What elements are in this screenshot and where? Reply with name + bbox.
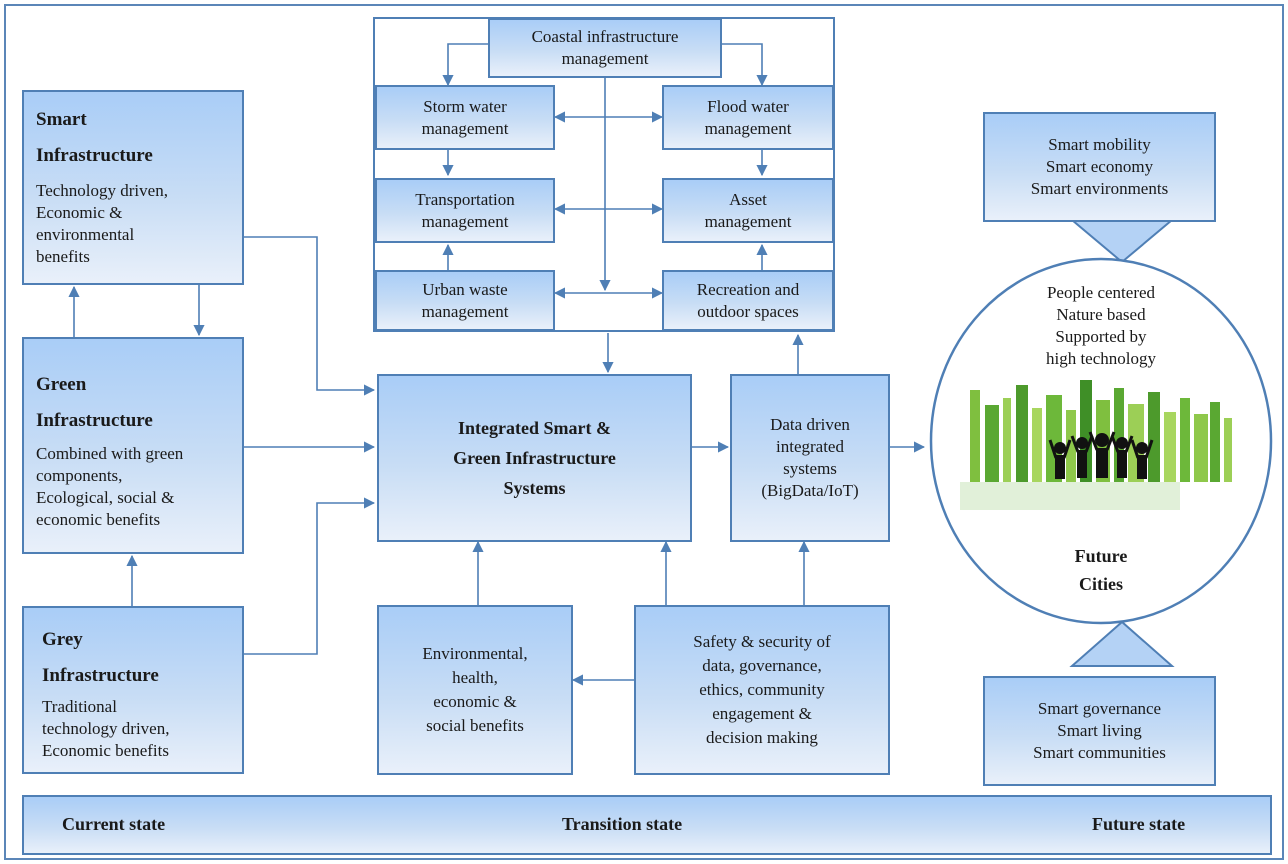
integrated-systems-box: Integrated Smart & Green Infrastructure …: [377, 374, 692, 542]
smart-infrastructure-box: Smart Infrastructure Technology driven, …: [22, 90, 244, 285]
block-arrow-up: [1069, 620, 1175, 667]
block-arrow-down: [1069, 219, 1175, 264]
grey-infrastructure-title: Grey Infrastructure: [42, 629, 159, 686]
benefits-box: Environmental, health, economic & social…: [377, 605, 573, 775]
city-illustration-icon: [960, 380, 1232, 510]
arrow-smart-integrated: [244, 236, 376, 396]
storm-water-box: Storm water management: [375, 85, 555, 150]
timeline-bar: [22, 795, 1272, 855]
smart-governance-box: Smart governance Smart living Smart comm…: [983, 676, 1216, 786]
green-infrastructure-desc: Combined with green components, Ecologic…: [36, 444, 184, 529]
green-infrastructure-box: Green Infrastructure Combined with green…: [22, 337, 244, 554]
smart-infrastructure-title: Smart Infrastructure: [36, 109, 153, 166]
circle-description: People centered Nature based Supported b…: [1045, 283, 1156, 368]
recreation-box: Recreation and outdoor spaces: [662, 270, 834, 331]
future-state-label: Future state: [1092, 814, 1186, 834]
grey-infrastructure-desc: Traditional technology driven, Economic …: [42, 697, 170, 760]
future-cities-label: Future Cities: [1074, 546, 1128, 594]
arrow-grey-integrated: [244, 497, 376, 655]
smart-infrastructure-desc: Technology driven, Economic & environmen…: [36, 181, 168, 266]
transition-state-label: Transition state: [562, 814, 683, 834]
arrow-coastal-flood: [722, 43, 768, 87]
outer-frame: [4, 4, 1284, 860]
data-driven-box: Data driven integrated systems (BigData/…: [730, 374, 890, 542]
safety-governance-box: Safety & security of data, governance, e…: [634, 605, 890, 775]
flood-water-box: Flood water management: [662, 85, 834, 150]
smart-mobility-box: Smart mobility Smart economy Smart envir…: [983, 112, 1216, 222]
green-infrastructure-title: Green Infrastructure: [36, 374, 153, 431]
transportation-box: Transportation management: [375, 178, 555, 243]
current-state-label: Current state: [62, 814, 166, 834]
asset-management-box: Asset management: [662, 178, 834, 243]
grey-infrastructure-box: Grey Infrastructure Traditional technolo…: [22, 606, 244, 774]
arrow-coastal-storm: [442, 43, 488, 87]
urban-waste-box: Urban waste management: [375, 270, 555, 331]
coastal-management-box: Coastal infrastructure management: [488, 18, 722, 78]
